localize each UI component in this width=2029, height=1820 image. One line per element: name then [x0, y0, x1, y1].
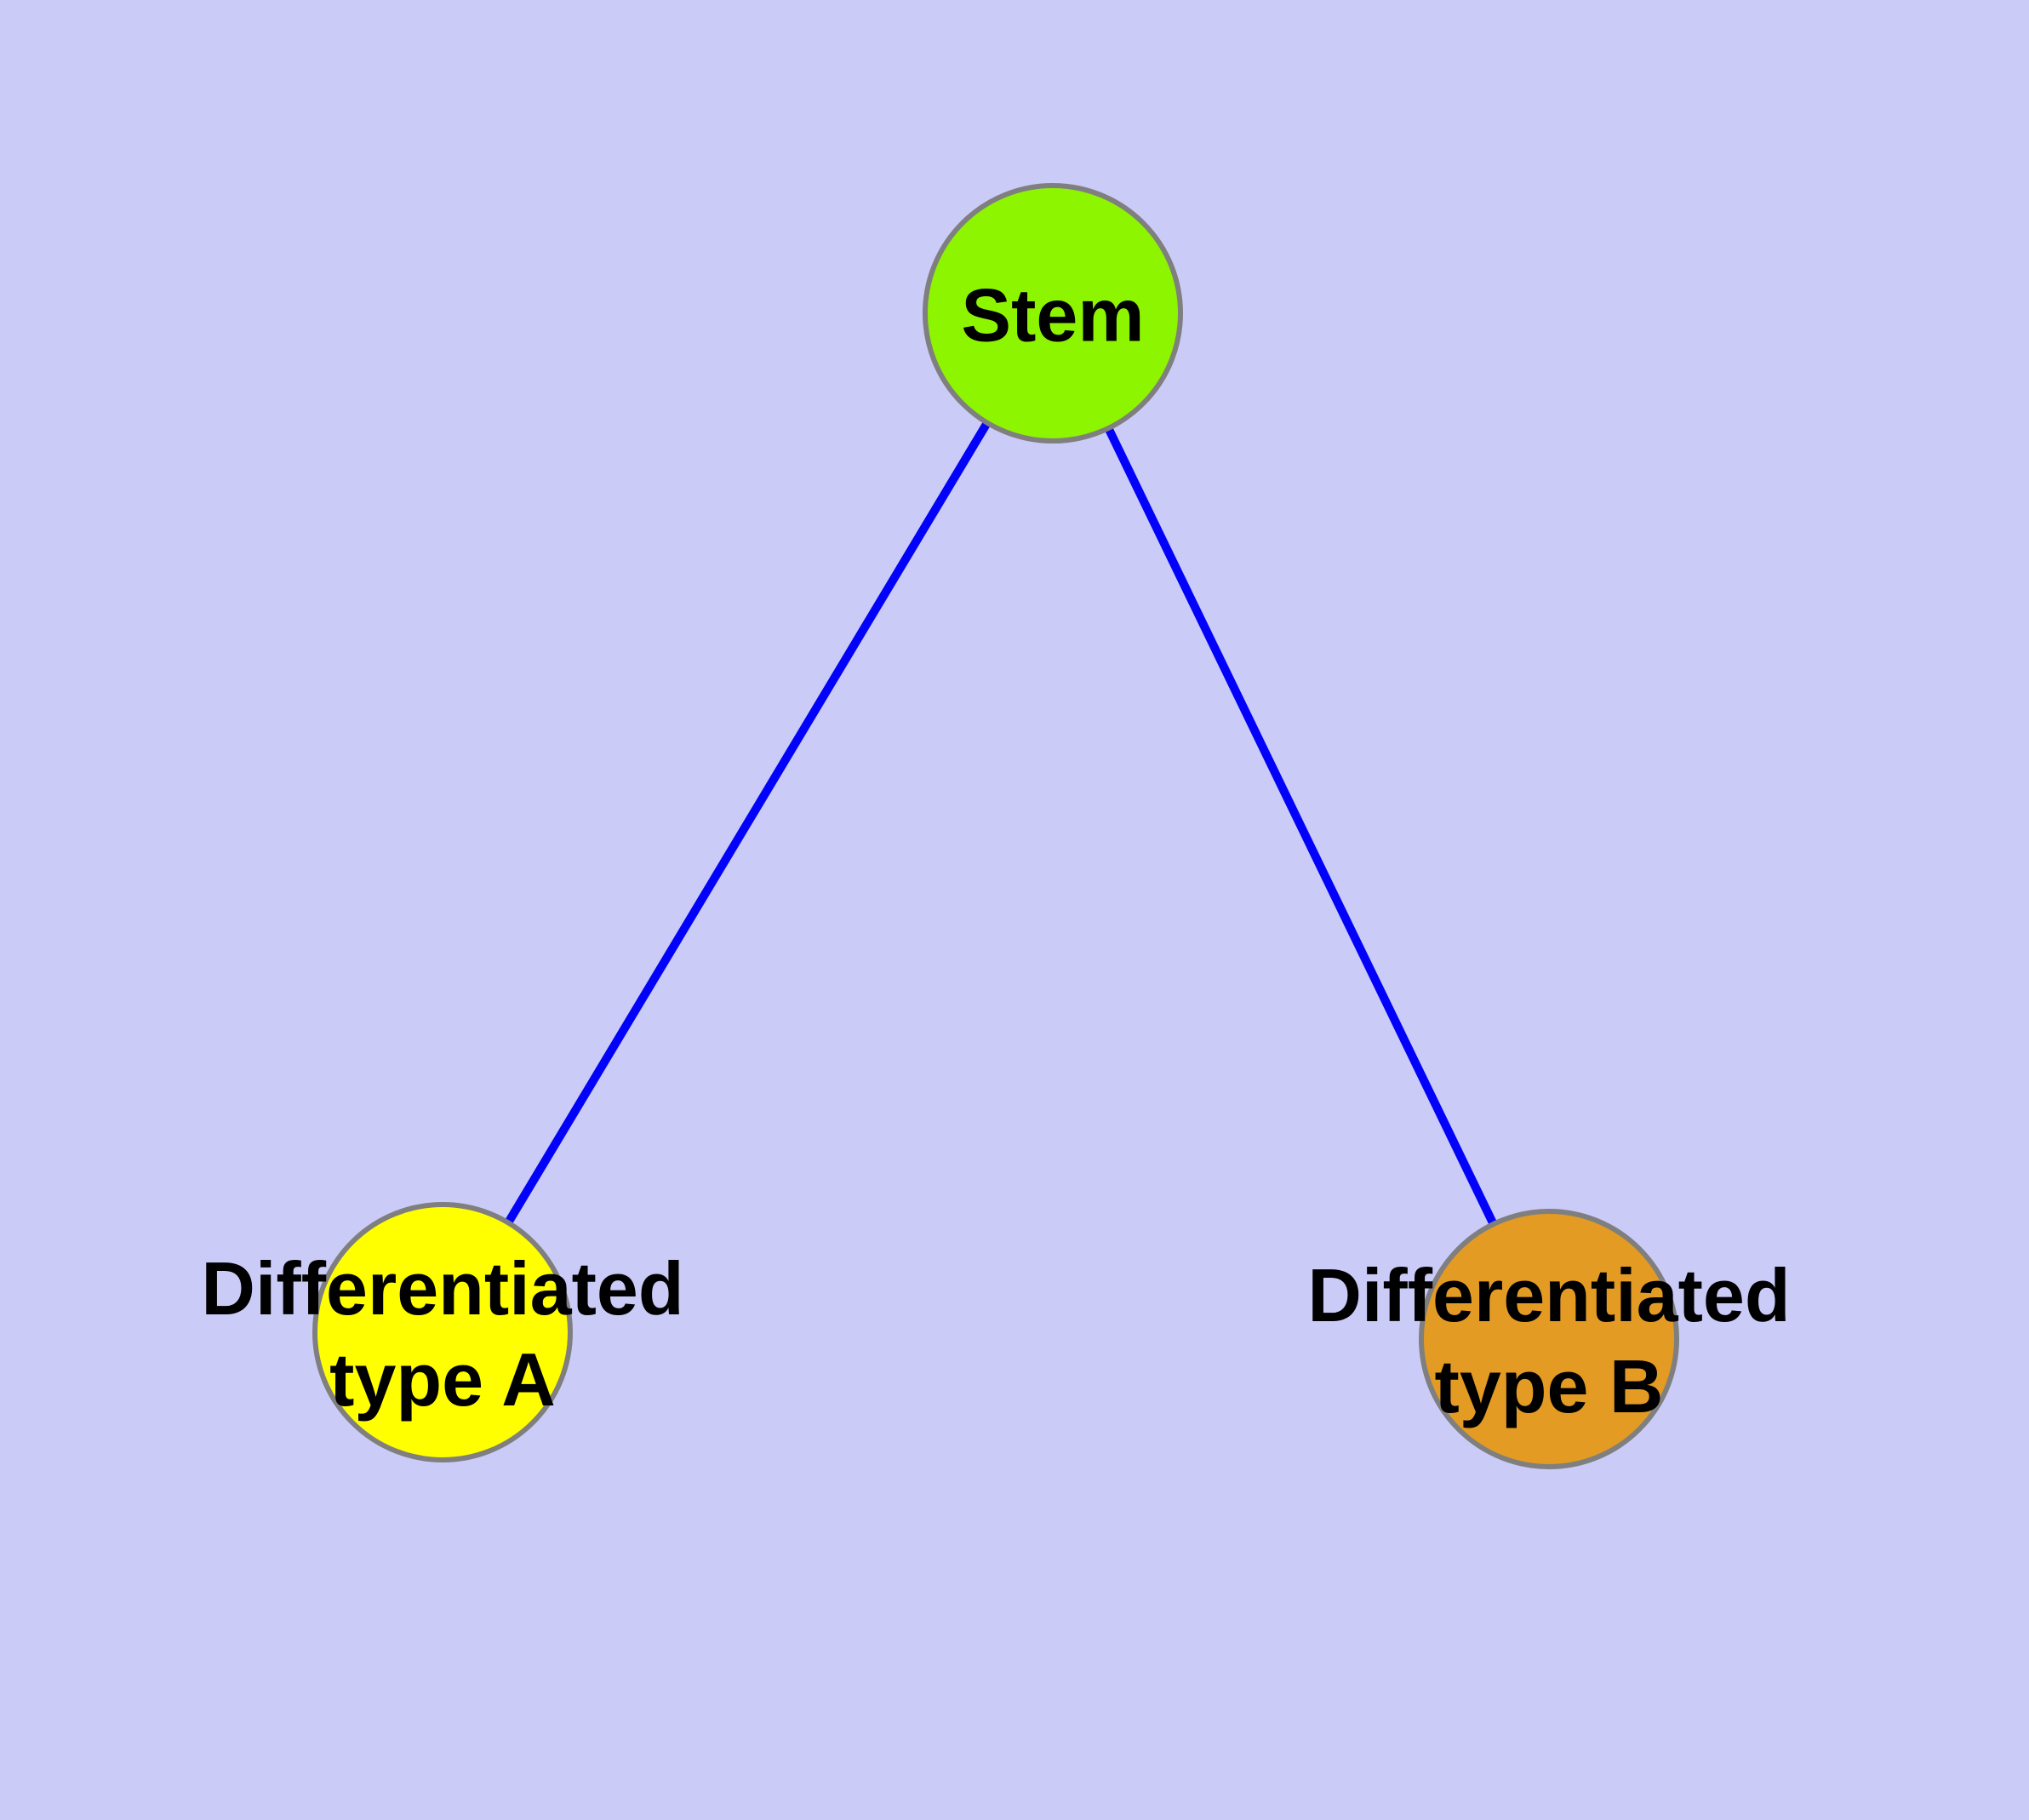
edge-stem-to-differentiated-type-a [438, 311, 1057, 1335]
node-differentiated-type-a-circle [312, 1202, 573, 1462]
node-stem-label: Stem [961, 273, 1144, 358]
node-label-line: type A [329, 1337, 556, 1422]
node-stem-circle [923, 183, 1183, 444]
node-differentiated-type-b-circle [1419, 1209, 1679, 1469]
node-stem: Stem [923, 183, 1183, 444]
node-label-line: Stem [961, 273, 1144, 358]
node-label-line: type B [1435, 1344, 1664, 1428]
node-label-line: Differentiated [201, 1246, 683, 1331]
edges-layer [438, 311, 1553, 1342]
edge-stem-to-differentiated-type-b [1049, 311, 1553, 1342]
node-label-line: Differentiated [1307, 1253, 1790, 1337]
